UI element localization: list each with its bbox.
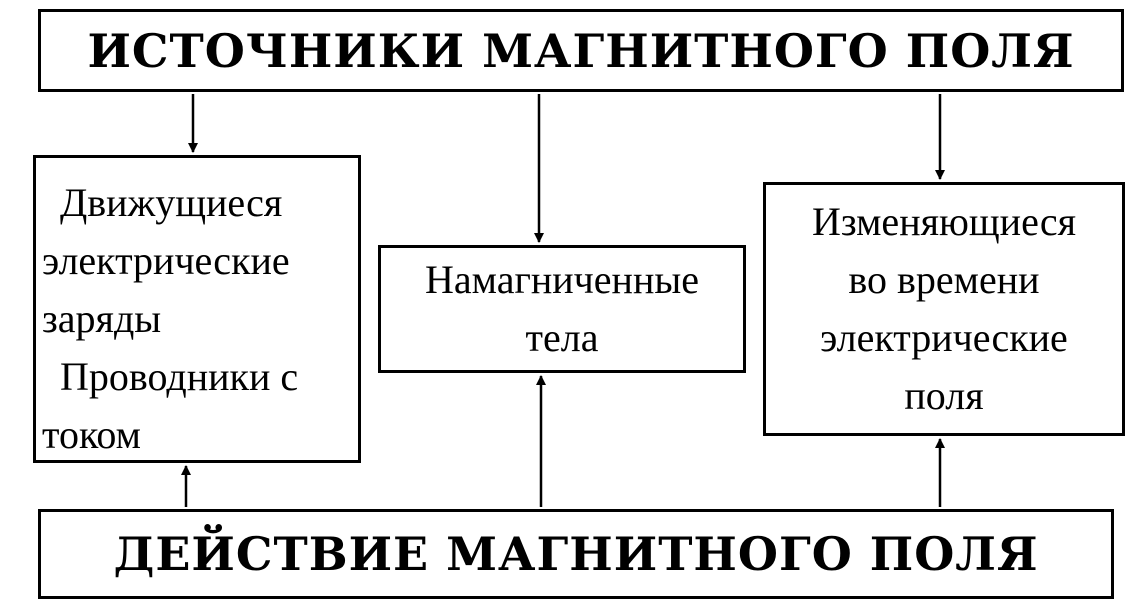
- left-box-line-2: электрические: [42, 238, 290, 283]
- left-box-line-5: током: [42, 412, 141, 457]
- action-header-box: ДЕЙСТВИЕ МАГНИТНОГО ПОЛЯ: [38, 509, 1114, 599]
- mid-box-line-1: Намагниченные: [425, 257, 699, 302]
- sources-title: ИСТОЧНИКИ МАГНИТНОГО ПОЛЯ: [87, 23, 1075, 78]
- magnetized-bodies-box: Намагниченные тела: [378, 245, 746, 373]
- sources-header-box: ИСТОЧНИКИ МАГНИТНОГО ПОЛЯ: [38, 9, 1124, 92]
- action-title: ДЕЙСТВИЕ МАГНИТНОГО ПОЛЯ: [113, 527, 1039, 581]
- left-box-line-4: Проводники с: [60, 354, 299, 399]
- left-box-line-3: заряды: [42, 296, 162, 341]
- right-box-line-1: Изменяющиеся: [812, 199, 1076, 244]
- mid-box-line-2: тела: [525, 315, 599, 360]
- moving-charges-box: Движущиеся электрические заряды Проводни…: [33, 155, 361, 463]
- right-box-line-2: во времени: [848, 257, 1040, 302]
- right-box-line-3: электрические: [820, 315, 1068, 360]
- right-box-line-4: поля: [904, 373, 984, 418]
- changing-electric-fields-box: Изменяющиеся во времени электрические по…: [763, 182, 1125, 436]
- left-box-line-1: Движущиеся: [60, 180, 283, 225]
